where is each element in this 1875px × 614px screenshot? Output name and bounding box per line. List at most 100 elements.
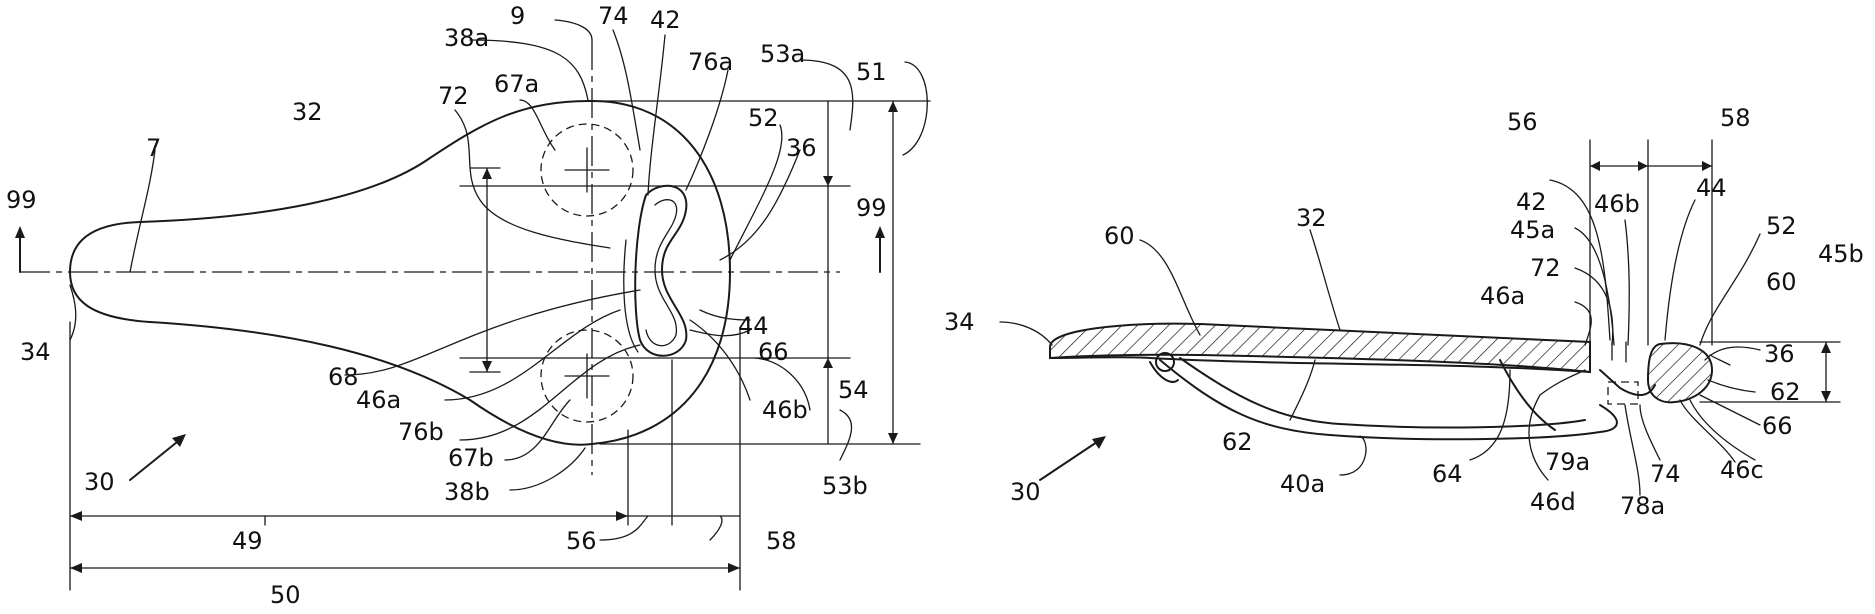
label-53a: 53a (760, 40, 805, 68)
label-99-right: 99 (856, 194, 887, 222)
label-30-right: 30 (1010, 478, 1041, 506)
label-34-right: 34 (944, 308, 975, 336)
label-46a: 46a (356, 386, 401, 414)
arrow (15, 226, 25, 238)
leader (710, 516, 722, 540)
arrow (70, 563, 82, 573)
leader (1000, 322, 1052, 345)
label-42-right: 42 (1516, 188, 1547, 216)
label-7: 7 (146, 134, 161, 162)
label-32-right: 32 (1296, 204, 1327, 232)
leader (720, 150, 800, 260)
label-64: 64 (1432, 460, 1463, 488)
rear-roll-36 (1648, 343, 1712, 402)
label-46c: 46c (1720, 456, 1764, 484)
label-66: 66 (758, 338, 789, 366)
label-46b-right: 46b (1594, 190, 1640, 218)
arrow (888, 433, 898, 444)
leader (1140, 240, 1200, 335)
label-46d: 46d (1530, 488, 1576, 516)
label-45a: 45a (1510, 216, 1555, 244)
leader (130, 150, 155, 272)
label-51: 51 (856, 58, 887, 86)
label-54: 54 (838, 376, 869, 404)
leader (1708, 380, 1755, 392)
label-38b: 38b (444, 478, 490, 506)
arrow (482, 168, 492, 179)
label-34: 34 (20, 338, 51, 366)
leader (1625, 220, 1629, 345)
saddle-shell-section (1050, 324, 1590, 372)
label-52-right: 52 (1766, 212, 1797, 240)
label-32: 32 (292, 98, 323, 126)
arrow (823, 176, 833, 186)
label-44: 44 (738, 312, 769, 340)
label-68: 68 (328, 363, 359, 391)
label-40a: 40a (1280, 470, 1325, 498)
label-58-right: 58 (1720, 104, 1751, 132)
side-view-labels: 56 58 44 42 46b 60 32 45a 52 45b 72 60 4… (944, 104, 1864, 520)
top-view-labels: 9 74 42 38a 67a 76a 53a 51 32 72 52 36 7… (6, 2, 887, 609)
leader (1290, 360, 1315, 420)
arrow (728, 563, 740, 573)
label-79a: 79a (1545, 448, 1590, 476)
leader (1700, 395, 1760, 425)
label-44-right: 44 (1696, 174, 1727, 202)
arrow (1821, 342, 1831, 353)
arrow (1092, 436, 1106, 449)
leader (1710, 355, 1730, 365)
label-30-left: 30 (84, 468, 115, 496)
label-42: 42 (650, 6, 681, 34)
arrow (1590, 161, 1600, 171)
label-60-top: 60 (1104, 222, 1135, 250)
ref-arrow-30 (130, 438, 182, 480)
leader (1705, 347, 1760, 360)
label-36-right: 36 (1764, 340, 1795, 368)
arrow (1638, 161, 1648, 171)
leader (1680, 400, 1735, 462)
label-9: 9 (510, 2, 525, 30)
label-56-right: 56 (1507, 108, 1538, 136)
label-72: 72 (438, 82, 469, 110)
label-78a: 78a (1620, 492, 1665, 520)
label-72-right: 72 (1530, 254, 1561, 282)
label-46b: 46b (762, 396, 808, 424)
leader (445, 310, 620, 400)
leader (840, 410, 852, 460)
leader (555, 20, 592, 40)
leader (1700, 234, 1760, 345)
leader (903, 62, 927, 155)
arrow (823, 358, 833, 368)
bracket-78a (1608, 382, 1638, 404)
label-74: 74 (598, 2, 629, 30)
arrow (482, 361, 492, 372)
leader (1340, 436, 1366, 475)
leader (730, 125, 782, 260)
arrow (1702, 161, 1712, 171)
arrow (875, 226, 885, 238)
label-46a-right: 46a (1480, 282, 1525, 310)
leader (510, 448, 585, 490)
leader (800, 60, 853, 130)
label-58-left: 58 (766, 527, 797, 555)
link-64 (1500, 360, 1555, 430)
label-56-left: 56 (566, 527, 597, 555)
leader (600, 516, 648, 540)
label-49: 49 (232, 527, 263, 555)
label-67a: 67a (494, 70, 539, 98)
label-38a: 38a (444, 24, 489, 52)
leader (1625, 405, 1640, 495)
leader (1310, 230, 1340, 330)
ref-arrow-30-right (1040, 440, 1100, 480)
leader (1690, 400, 1755, 460)
leader (1575, 228, 1614, 345)
label-52: 52 (748, 104, 779, 132)
label-62-left: 62 (1222, 428, 1253, 456)
leader (520, 100, 555, 150)
cutout-44 (635, 186, 686, 356)
leader (1575, 302, 1591, 345)
label-99-left: 99 (6, 186, 37, 214)
label-45b: 45b (1818, 240, 1864, 268)
label-66-right: 66 (1762, 412, 1793, 440)
